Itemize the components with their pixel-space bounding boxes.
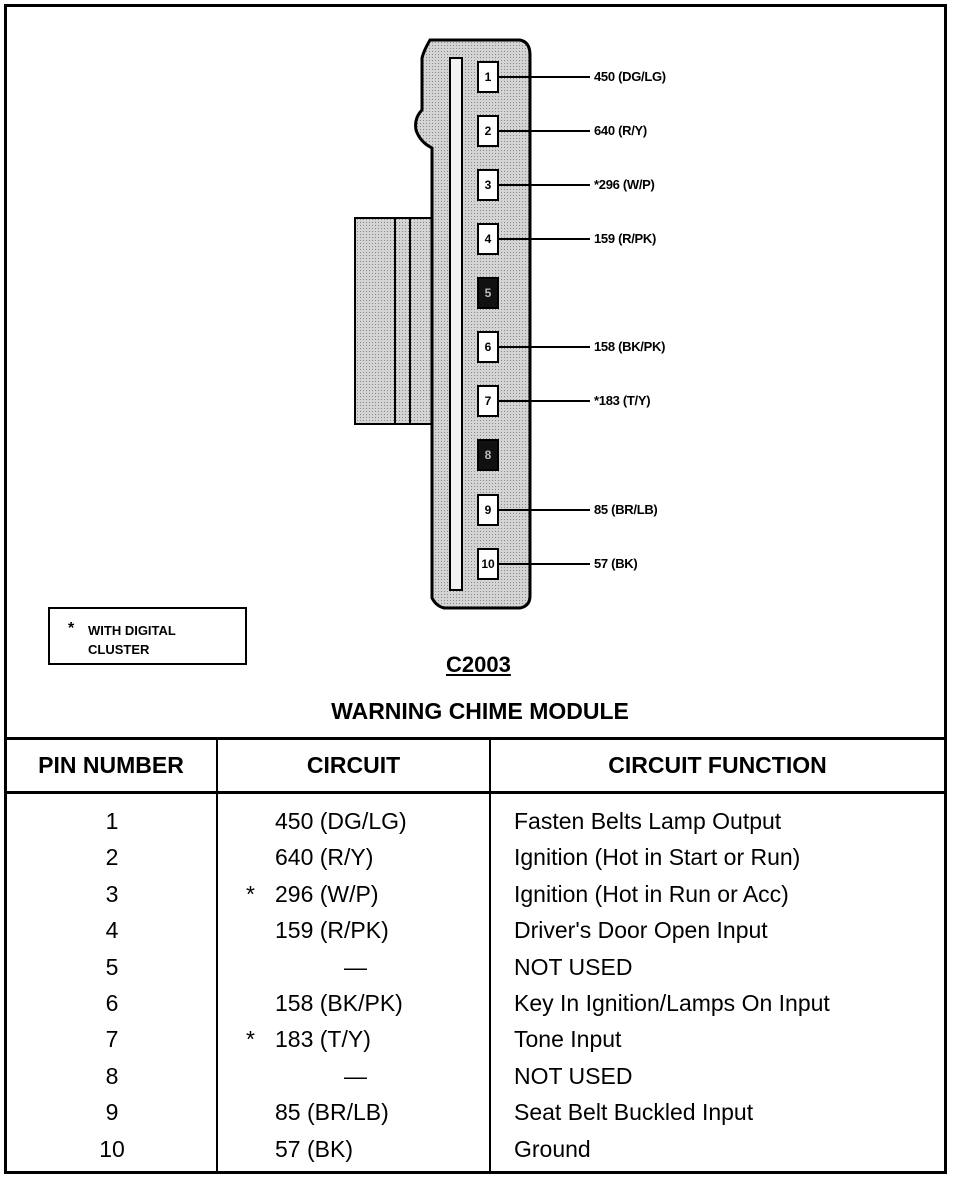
wire-label-9: 85 (BR/LB) [594, 502, 658, 517]
page-frame [4, 4, 947, 1174]
header-pin-number: PIN NUMBER [38, 752, 184, 778]
connector-body [414, 38, 532, 610]
row-circuit-function: Tone Input [514, 1026, 622, 1053]
connector-slot [449, 57, 463, 591]
row-circuit: 85 (BR/LB) [275, 1099, 389, 1126]
footnote-line-2: CLUSTER [88, 642, 150, 657]
row-circuit-star: * [246, 1026, 255, 1053]
table-top-rule [4, 737, 947, 740]
connector-pin-6: 6 [477, 331, 499, 363]
wire-label-1: 450 (DG/LG) [594, 69, 666, 84]
wire-label-7: *183 (T/Y) [594, 393, 651, 408]
connector-pin-8: 8 [477, 439, 499, 471]
row-circuit-function: Key In Ignition/Lamps On Input [514, 990, 830, 1016]
row-circuit-function: Ignition (Hot in Start or Run) [514, 844, 801, 871]
row-circuit: — [344, 953, 367, 980]
wire-label-6: 158 (BK/PK) [594, 339, 666, 354]
connector-id: C2003 [446, 652, 511, 677]
row-pin-number: 8 [105, 1062, 119, 1089]
row-pin-number: 7 [105, 1026, 119, 1053]
row-circuit-function: Fasten Belts Lamp Output [514, 808, 782, 834]
row-circuit: 57 (BK) [275, 1135, 353, 1162]
row-pin-number: 3 [105, 880, 119, 907]
row-circuit: — [344, 1062, 367, 1089]
row-circuit-function: Seat Belt Buckled Input [514, 1099, 754, 1126]
row-pin-number: 2 [105, 844, 119, 871]
row-pin-number: 10 [99, 1135, 125, 1162]
footnote-box: * WITH DIGITAL CLUSTER [48, 607, 247, 665]
row-circuit: 159 (R/PK) [275, 917, 389, 944]
footnote-line-1: WITH DIGITAL [88, 623, 176, 638]
row-circuit: 158 (BK/PK) [275, 990, 403, 1016]
row-circuit: 183 (T/Y) [275, 1026, 371, 1053]
row-circuit-function: Ignition (Hot in Run or Acc) [514, 880, 789, 907]
row-circuit-function: Ground [514, 1135, 591, 1162]
wire-label-2: 640 (R/Y) [594, 123, 647, 138]
connector-pin-7: 7 [477, 385, 499, 417]
connector-pin-3: 3 [477, 169, 499, 201]
table-header-rule [4, 791, 947, 794]
connector-diagram [354, 38, 590, 610]
row-circuit-function: Driver's Door Open Input [514, 917, 768, 944]
row-pin-number: 5 [105, 953, 119, 980]
row-circuit: 640 (R/Y) [275, 844, 374, 871]
connector-pin-5: 5 [477, 277, 499, 309]
connector-pin-9: 9 [477, 494, 499, 526]
row-pin-number: 4 [105, 917, 119, 944]
row-circuit: 296 (W/P) [275, 880, 379, 907]
connector-pin-4: 4 [477, 223, 499, 255]
row-circuit-function: NOT USED [514, 953, 633, 980]
header-circuit-function: CIRCUIT FUNCTION [608, 752, 827, 778]
footnote-star: * [68, 620, 75, 637]
row-pin-number: 9 [105, 1099, 119, 1126]
row-circuit-star: * [246, 880, 255, 907]
row-circuit: 450 (DG/LG) [275, 808, 407, 834]
table-divider-1 [216, 738, 218, 1174]
table-divider-2 [489, 738, 491, 1174]
connector-pin-2: 2 [477, 115, 499, 147]
connector-pin-1: 1 [477, 61, 499, 93]
connector-pin-10: 10 [477, 548, 499, 580]
module-title: WARNING CHIME MODULE [331, 698, 629, 724]
wire-label-3: *296 (W/P) [594, 177, 655, 192]
row-circuit-function: NOT USED [514, 1062, 633, 1089]
wire-label-10: 57 (BK) [594, 556, 638, 571]
row-pin-number: 1 [105, 808, 119, 834]
row-pin-number: 6 [105, 990, 119, 1016]
wire-label-4: 159 (R/PK) [594, 231, 657, 246]
header-circuit: CIRCUIT [306, 752, 401, 778]
